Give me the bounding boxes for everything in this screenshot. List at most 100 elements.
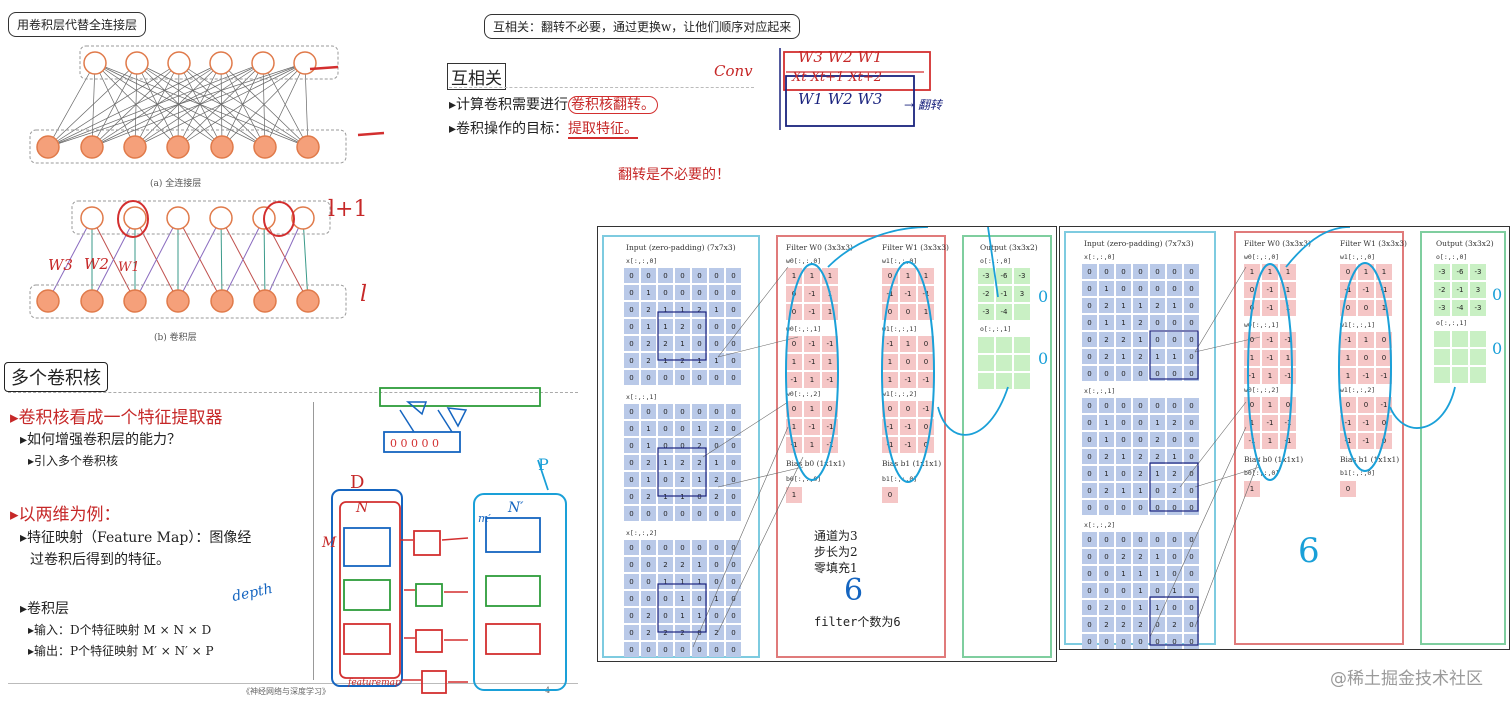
matrix-cell: 0 — [1082, 349, 1097, 364]
neuron — [123, 135, 147, 159]
matrix-cell: 0 — [1099, 366, 1114, 381]
matrix-cell: 2 — [1150, 449, 1165, 464]
matrix-cell: -3 — [978, 304, 994, 320]
slice-b0: b0[:,:,0] — [786, 475, 822, 483]
matrix-cell: 0 — [658, 642, 673, 657]
matrix-cell: 0 — [675, 370, 690, 385]
slice-w11: w1[:,:,1] — [1340, 321, 1376, 329]
matrix-cell: -1 — [918, 401, 934, 417]
slice-w00: w0[:,:,0] — [786, 257, 822, 265]
matrix-cell: 1 — [882, 372, 898, 388]
matrix-cell: -1 — [804, 286, 820, 302]
matrix-cell: 1 — [709, 591, 724, 606]
bias0-title: Bias b0 (1x1x1) — [1244, 455, 1304, 464]
matrix-cell: -1 — [1262, 300, 1278, 316]
matrix-cell: -3 — [1434, 300, 1450, 316]
matrix-cell: 0 — [641, 557, 656, 572]
matrix-cell: -6 — [1452, 264, 1468, 280]
matrix-cell: -1 — [1340, 332, 1356, 348]
neuron — [166, 135, 190, 159]
matrix-cell: 0 — [675, 506, 690, 521]
matrix-cell: 0 — [1167, 600, 1182, 615]
matrix-cell: 2 — [709, 421, 724, 436]
handwritten-w1: W1 — [118, 260, 140, 275]
matrix-cell: 0 — [1116, 466, 1131, 481]
slice-o0: o[:,:,0] — [980, 257, 1012, 265]
matrix-cell: 0 — [1082, 449, 1097, 464]
matrix-cell: 0 — [1082, 600, 1097, 615]
matrix-cell: -3 — [978, 268, 994, 284]
matrix-cell: 0 — [1184, 600, 1199, 615]
matrix-cell: -1 — [822, 437, 838, 453]
matrix-cell: 0 — [624, 591, 639, 606]
matrix-cell: 0 — [1116, 500, 1131, 515]
matrix-cell: 0 — [624, 421, 639, 436]
matrix-cell: 0 — [658, 540, 673, 555]
matrix-cell — [1434, 331, 1450, 347]
matrix-cell: 2 — [675, 472, 690, 487]
matrix-cell: 0 — [1133, 532, 1148, 547]
matrix-cell: 1 — [1099, 315, 1114, 330]
matrix-cell: 1 — [675, 574, 690, 589]
matrix-cell: 0 — [726, 455, 741, 470]
matrix-cell: 1 — [1167, 449, 1182, 464]
matrix-cell: 2 — [1116, 332, 1131, 347]
matrix-cell: 0 — [900, 354, 916, 370]
matrix-cell: 0 — [624, 625, 639, 640]
matrix-cell: 2 — [1099, 298, 1114, 313]
network-diagram — [29, 45, 385, 319]
bullet-3a: ▸输入：D个特征映射 M × N × D — [28, 623, 212, 637]
matrix-cell: 1 — [1150, 466, 1165, 481]
matrix-cell: 0 — [675, 421, 690, 436]
matrix-cell: 1 — [1244, 264, 1260, 280]
matrix-cell: 0 — [1184, 566, 1199, 581]
matrix-cell: 0 — [624, 557, 639, 572]
matrix-cell: 0 — [1082, 483, 1097, 498]
matrix-cell: 0 — [1116, 398, 1131, 413]
output-o1 — [1434, 331, 1486, 383]
matrix-cell: 0 — [1184, 532, 1199, 547]
section-heading: 多个卷积核 — [4, 362, 108, 392]
matrix-cell: 1 — [1150, 600, 1165, 615]
matrix-cell: 0 — [641, 268, 656, 283]
matrix-cell: 2 — [709, 625, 724, 640]
matrix-cell: 0 — [1184, 281, 1199, 296]
matrix-cell — [1452, 367, 1468, 383]
neuron — [123, 289, 147, 313]
matrix-cell: 0 — [726, 574, 741, 589]
matrix-cell: 0 — [624, 540, 639, 555]
matrix-cell: 1 — [900, 336, 916, 352]
cross-correlation-heading: 互相关 — [447, 63, 506, 90]
slice-w10: w1[:,:,0] — [882, 257, 918, 265]
matrix-cell: 0 — [658, 268, 673, 283]
matrix-cell: 1 — [1244, 481, 1260, 497]
middle-bullet-2: ▸卷积操作的目标：提取特征。 — [449, 121, 639, 139]
section-title-pill: 用卷积层代替全连接层 — [8, 12, 147, 37]
matrix-cell: 0 — [1167, 281, 1182, 296]
matrix-cell: 0 — [1116, 432, 1131, 447]
matrix-cell: 2 — [641, 625, 656, 640]
matrix-cell: 0 — [709, 268, 724, 283]
matrix-cell: 0 — [658, 404, 673, 419]
filter-count-note: filter个数为6 — [814, 615, 901, 629]
matrix-cell: 1 — [1262, 368, 1278, 384]
matrix-cell: -4 — [1452, 300, 1468, 316]
matrix-cell: 0 — [624, 438, 639, 453]
matrix-cell: 1 — [1150, 549, 1165, 564]
note-stride: 步长为2 — [814, 545, 858, 559]
matrix-cell — [1470, 367, 1486, 383]
matrix-cell: 0 — [1184, 617, 1199, 632]
matrix-cell: 1 — [641, 421, 656, 436]
matrix-cell: 0 — [641, 574, 656, 589]
matrix-cell: -3 — [1434, 264, 1450, 280]
matrix-cell: 2 — [692, 455, 707, 470]
bias-b1: 0 — [1340, 481, 1356, 497]
slice-w00: w0[:,:,0] — [1244, 253, 1280, 261]
matrix-cell: 0 — [692, 268, 707, 283]
matrix-cell: 0 — [1358, 300, 1374, 316]
matrix-cell: 0 — [726, 336, 741, 351]
matrix-cell: 0 — [1133, 366, 1148, 381]
matrix-cell — [996, 337, 1012, 353]
